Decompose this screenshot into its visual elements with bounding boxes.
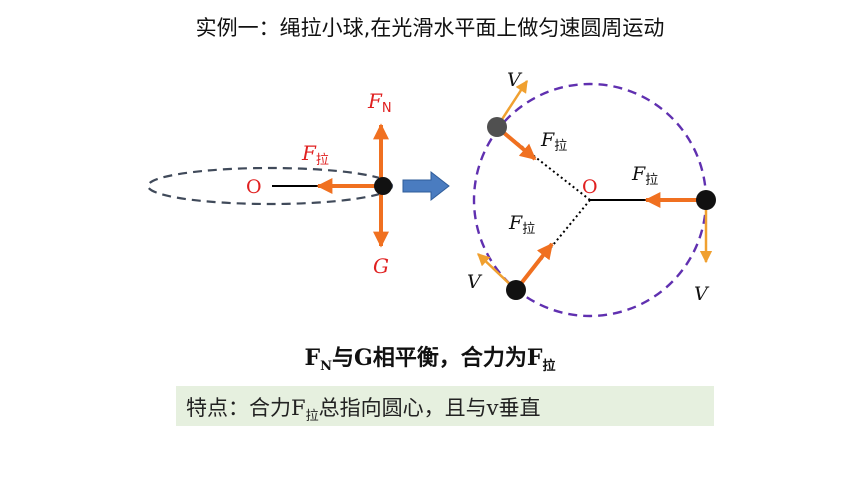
transition-arrow [402, 170, 450, 202]
feature-box: 特点：合力F拉总指向圆心，且与v垂直 [176, 386, 714, 426]
center-o-label: O [246, 176, 262, 198]
ball-right [696, 190, 716, 210]
pull-force-label-upper: F拉 [540, 129, 567, 154]
velocity-label-right: V [694, 283, 710, 305]
velocity-label-lower: V [467, 271, 483, 293]
normal-force-label: FN [367, 89, 392, 116]
ball-upper [487, 117, 507, 137]
left-side-view: O FN F拉 G [146, 89, 394, 278]
center-o-label: O [582, 176, 598, 198]
pull-force-label: F拉 [301, 141, 329, 168]
right-top-view: O V V V F拉 F拉 F拉 [467, 69, 716, 318]
ball-lower [506, 280, 526, 300]
slide-title: 实例一：绳拉小球,在光滑水平面上做匀速圆周运动 [195, 16, 665, 40]
gravity-label: G [373, 254, 389, 278]
pull-force-label-right: F拉 [631, 163, 658, 188]
ball [374, 177, 392, 195]
velocity-label-upper: V [507, 69, 523, 91]
summary-line: FN与G相平衡，合力为F拉 [304, 345, 556, 374]
pull-force-label-lower: F拉 [508, 212, 535, 237]
